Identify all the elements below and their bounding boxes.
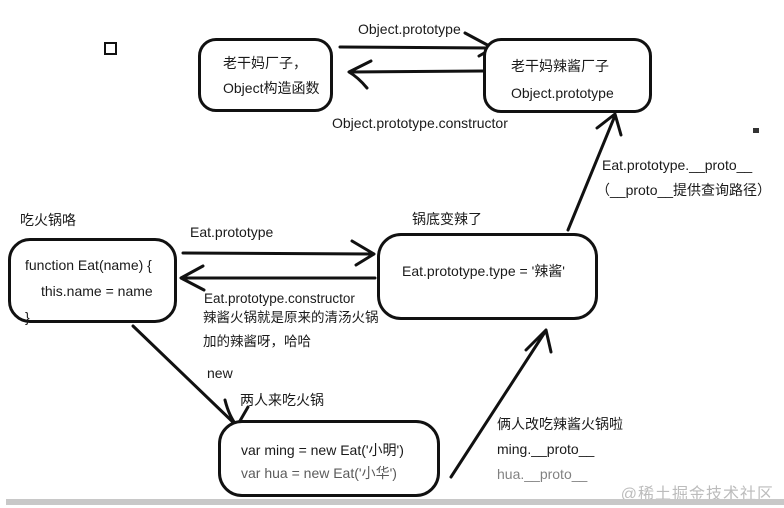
arrow-object-prototype-constructor bbox=[347, 59, 485, 90]
label-two-people-eat: 两人来吃火锅 bbox=[240, 392, 324, 408]
small-square-shape bbox=[104, 42, 117, 55]
box-eat-prototype: Eat.prototype.type = '辣酱' bbox=[377, 233, 598, 320]
bottom-scrollbar-track bbox=[6, 499, 784, 505]
box-instances: var ming = new Eat('小明') var hua = new E… bbox=[218, 420, 440, 497]
box-object-constructor: 老干妈厂子， Object构造函数 bbox=[198, 38, 333, 112]
box-eat-prototype-line: Eat.prototype.type = '辣酱' bbox=[402, 263, 565, 279]
label-spicy-hotpot-explain-2: 加的辣酱呀，哈哈 bbox=[203, 334, 311, 349]
box-eat-function-line: this.name = name bbox=[41, 283, 153, 299]
box-object-prototype-line: Object.prototype bbox=[511, 85, 614, 101]
dot-mark bbox=[753, 128, 759, 133]
box-instances-line: var ming = new Eat('小明') bbox=[241, 442, 404, 458]
label-switch-spicy: 俩人改吃辣酱火锅啦 bbox=[497, 416, 623, 432]
label-eat-prototype-arrow: Eat.prototype bbox=[190, 224, 274, 240]
arrow-eat-prototype-constructor bbox=[179, 264, 377, 292]
box-eat-function-line: } bbox=[25, 309, 30, 325]
label-object-prototype-arrow: Object.prototype bbox=[358, 21, 461, 37]
box-object-constructor-line: Object构造函数 bbox=[223, 80, 320, 96]
box-eat-function-line: function Eat(name) { bbox=[25, 257, 152, 273]
box-object-prototype: 老干妈辣酱厂子 Object.prototype bbox=[483, 38, 652, 113]
label-ming-proto: ming.__proto__ bbox=[497, 441, 595, 457]
label-hua-proto: hua.__proto__ bbox=[497, 466, 588, 482]
box-instances-line: var hua = new Eat('小华') bbox=[241, 465, 397, 481]
box-object-prototype-line: 老干妈辣酱厂子 bbox=[511, 58, 609, 74]
arrow-eat-prototype-proto bbox=[566, 112, 623, 232]
label-instances-proto-group: 俩人改吃辣酱火锅啦 ming.__proto__ hua.__proto__ bbox=[497, 412, 623, 487]
label-eat-hotpot: 吃火锅咯 bbox=[20, 212, 76, 228]
box-eat-function: function Eat(name) { this.name = name } bbox=[8, 238, 177, 325]
label-pot-spicy: 锅底变辣了 bbox=[412, 211, 482, 227]
label-spicy-hotpot-explain-1: 辣酱火锅就是原来的清汤火锅 bbox=[203, 310, 379, 325]
label-object-prototype-constructor-arrow: Object.prototype.constructor bbox=[332, 115, 508, 131]
juejin-watermark: @稀土掘金技术社区 bbox=[620, 486, 774, 503]
label-new-keyword: new bbox=[207, 365, 233, 381]
label-eat-prototype-proto-text: Eat.prototype.__proto__ bbox=[602, 157, 753, 173]
label-eat-prototype-constructor-arrow: Eat.prototype.constructor bbox=[204, 291, 355, 306]
arrow-instances-proto bbox=[449, 328, 553, 479]
label-proto-path-note: （__proto__提供查询路径） bbox=[596, 182, 772, 198]
box-object-constructor-line: 老干妈厂子， bbox=[223, 55, 307, 71]
label-eat-prototype-proto: Eat.prototype.__proto__ （__proto__提供查询路径… bbox=[596, 153, 771, 203]
arrow-eat-prototype bbox=[181, 239, 376, 267]
